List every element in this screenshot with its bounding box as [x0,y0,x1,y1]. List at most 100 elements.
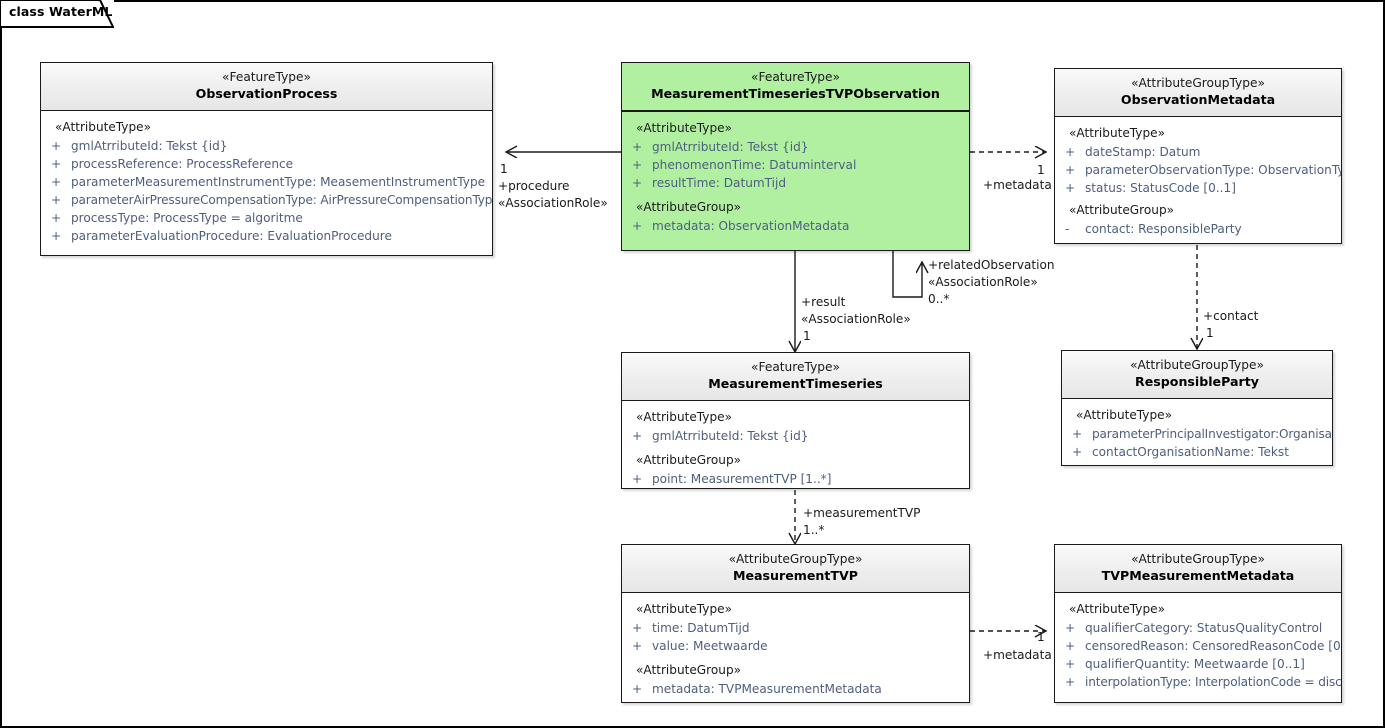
attribute-row: - contact: ResponsibleParty [1055,220,1341,238]
attribute-signature: time: DatumTijd [652,621,750,635]
class-name: ObservationMetadata [1120,92,1276,107]
attribute-row: + qualifierCategory: StatusQualityContro… [1055,619,1341,637]
attribute-group-label: «AttributeGroup» [636,663,742,677]
attribute-group-label: «AttributeType» [636,602,732,616]
attribute-signature: processType: ProcessType = algoritme [71,211,303,225]
visibility-marker: + [51,211,62,225]
attribute-signature: point: MeasurementTVP [1..*] [652,472,832,486]
attribute-signature: qualifierCategory: StatusQualityControl [1085,621,1323,635]
attribute-row: + metadata: ObservationMetadata [622,217,969,235]
class-name: MeasurementTimeseriesTVPObservation [651,86,940,101]
diagram-title-tab [0,0,114,28]
attribute-row: + time: DatumTijd [622,619,969,637]
class-stereotype: «FeatureType» [222,70,311,84]
attribute-row: + contactOrganisationName: Tekst [1062,443,1332,461]
attribute-signature: phenomenonTime: Datuminterval [652,158,857,172]
attribute-row: + point: MeasurementTVP [1..*] [622,470,969,488]
class-header: «FeatureType» MeasurementTimeseriesTVPOb… [622,63,969,112]
class-header: «FeatureType» MeasurementTimeseries [622,353,969,401]
connector-related-observation-line [892,250,922,298]
connector-metadata-tvp-role: +metadata [983,648,1052,662]
connector-result-role: +result [801,295,846,309]
class-stereotype: «AttributeGroupType» [1130,358,1264,372]
attribute-group-label: «AttributeType» [636,121,732,135]
attribute-signature: metadata: ObservationMetadata [652,219,850,233]
connector-procedure-stereotype: «AssociationRole» [498,196,608,210]
connector-metadata-observation-multiplicity: 1 [1037,163,1045,177]
class-body: «AttributeType» + dateStamp: Datum + par… [1055,117,1341,243]
connector-related-observation-role: +relatedObservation [928,258,1055,272]
visibility-marker: + [51,157,62,171]
visibility-marker: + [1065,639,1076,653]
attribute-signature: gmlAtrributeId: Tekst {id} [71,139,228,153]
visibility-marker: + [51,193,61,207]
attribute-row: + value: Meetwaarde [622,637,969,655]
attribute-row: + qualifierQuantity: Meetwaarde [0..1] [1055,655,1341,673]
attribute-group-label: «AttributeGroup» [1069,203,1175,217]
attribute-signature: contact: ResponsibleParty [1085,222,1242,236]
attribute-group-label: «AttributeType» [636,410,732,424]
class-observation-metadata[interactable]: «AttributeGroupType» ObservationMetadata… [1054,68,1342,244]
class-measurement-timeseries[interactable]: «FeatureType» MeasurementTimeseries «Att… [621,352,970,489]
attribute-row: + status: StatusCode [0..1] [1055,179,1341,197]
attribute-signature: parameterEvaluationProcedure: Evaluation… [71,229,392,243]
attribute-group-label: «AttributeType» [1069,126,1165,140]
class-measurement-timeseries-tvp-observation[interactable]: «FeatureType» MeasurementTimeseriesTVPOb… [621,62,970,251]
attribute-row: + parameterMeasurementInstrumentType: Me… [41,173,492,191]
class-header: «AttributeGroupType» ObservationMetadata [1055,69,1341,117]
connector-result-stereotype: «AssociationRole» [801,312,911,326]
class-name: MeasurementTVP [732,568,858,583]
class-observation-process[interactable]: «FeatureType» ObservationProcess «Attrib… [40,62,493,256]
attribute-signature: qualifierQuantity: Meetwaarde [0..1] [1085,657,1305,671]
connector-related-observation-multiplicity: 0..* [928,292,950,306]
visibility-marker: + [1065,145,1076,159]
attribute-row: + parameterObservationType: ObservationT… [1055,161,1341,179]
class-body: «AttributeType» + gmlAtrributeId: Tekst … [41,111,492,251]
connector-related-observation-stereotype: «AssociationRole» [928,275,1038,289]
class-stereotype: «AttributeGroupType» [1131,76,1265,90]
visibility-marker: + [632,140,643,154]
attribute-signature: parameterAirPressureCompensationType: Ai… [71,193,493,207]
attribute-signature: dateStamp: Datum [1085,145,1201,159]
page-title: class WaterML [9,4,113,19]
attribute-row: + parameterPrincipalInvestigator:Organis… [1062,425,1332,443]
visibility-marker: + [51,229,62,243]
attribute-row: + censoredReason: CensoredReasonCode [0.… [1055,637,1341,655]
visibility-marker: + [1065,675,1075,689]
attribute-signature: censoredReason: CensoredReasonCode [0..1… [1085,639,1342,653]
class-body: «AttributeType» + parameterPrincipalInve… [1062,399,1332,465]
class-name: ResponsibleParty [1135,374,1259,389]
class-responsible-party[interactable]: «AttributeGroupType» ResponsibleParty «A… [1061,350,1333,466]
attribute-signature: value: Meetwaarde [652,639,768,653]
class-stereotype: «FeatureType» [751,70,840,84]
attribute-signature: status: StatusCode [0..1] [1085,181,1236,195]
attribute-row: + gmlAtrributeId: Tekst {id} [622,427,969,445]
attribute-group-label: «AttributeType» [55,120,151,134]
attribute-signature: processReference: ProcessReference [71,157,294,171]
attribute-signature: contactOrganisationName: Tekst [1092,445,1289,459]
class-tvp-measurement-metadata[interactable]: «AttributeGroupType» TVPMeasurementMetad… [1054,544,1342,703]
attribute-group-label: «AttributeGroup» [636,453,742,467]
attribute-row: + parameterEvaluationProcedure: Evaluati… [41,227,492,245]
title-tab-shape [0,0,114,28]
connector-result-multiplicity: 1 [803,329,811,343]
attribute-row: + processType: ProcessType = algoritme [41,209,492,227]
attribute-row: + phenomenonTime: Datuminterval [622,156,969,174]
attribute-signature: parameterMeasurementInstrumentType: Meas… [71,175,486,189]
class-header: «FeatureType» ObservationProcess [41,63,492,111]
attribute-signature: gmlAtrributeId: Tekst {id} [652,429,809,443]
class-stereotype: «AttributeGroupType» [1131,552,1265,566]
class-stereotype: «FeatureType» [751,360,840,374]
visibility-marker: + [632,639,643,653]
class-stereotype: «AttributeGroupType» [728,552,863,566]
attribute-row: + interpolationType: InterpolationCode =… [1055,673,1341,691]
class-measurement-tvp[interactable]: «AttributeGroupType» MeasurementTVP «Att… [621,544,970,703]
attribute-signature: interpolationType: InterpolationCode = d… [1085,675,1342,689]
visibility-marker: + [51,175,62,189]
visibility-marker: + [632,429,643,443]
visibility-marker: + [1065,621,1076,635]
attribute-signature: parameterPrincipalInvestigator:Organisat… [1092,427,1333,441]
connector-measurement-tvp-role: +measurementTVP [803,506,921,520]
attribute-group-label: «AttributeType» [1076,408,1172,422]
